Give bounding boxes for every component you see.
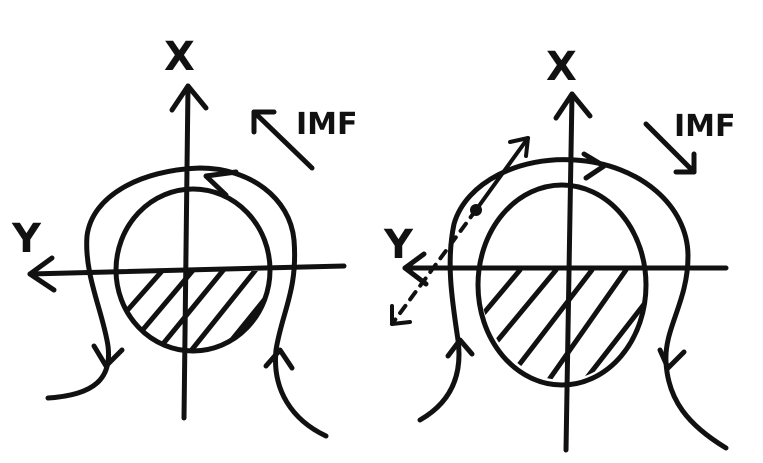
right-x-axis <box>563 91 575 453</box>
right-imf-arrowhead <box>673 151 697 175</box>
left-x-axis-arrowhead <box>169 83 209 113</box>
right-imf-label: IMF <box>674 109 736 144</box>
left-panel: X Y IMF <box>11 34 358 439</box>
left-imf-arrow <box>251 109 315 171</box>
left-y-axis <box>27 263 347 277</box>
right-planet-circle <box>475 182 649 388</box>
left-x-axis-label: X <box>164 34 195 80</box>
left-imf-arrowhead <box>251 109 277 135</box>
right-x-axis-arrowhead <box>553 91 593 121</box>
right-field-line-arrow-lower-left <box>445 337 475 359</box>
left-x-axis <box>181 83 191 421</box>
right-flow-arrowhead-dashed <box>390 304 412 326</box>
right-field-line <box>417 157 729 451</box>
right-x-axis-label: X <box>546 44 577 90</box>
left-field-line-arrow-lower-right <box>263 347 295 371</box>
right-planet-hatching <box>478 270 647 380</box>
right-field-line-arrow-top <box>581 151 607 181</box>
right-y-axis-label: Y <box>383 222 414 268</box>
right-y-axis-arrowhead <box>402 251 429 287</box>
right-flow-arrow-outward <box>474 136 530 212</box>
right-flow-arrowhead-outward <box>508 136 530 158</box>
left-field-line-arrow-top <box>203 169 239 198</box>
right-panel: X Y IMF <box>383 44 736 453</box>
left-y-axis-arrowhead <box>27 255 57 293</box>
left-imf-label: IMF <box>296 107 358 142</box>
right-flow-arrow-dashed <box>390 208 478 326</box>
left-y-axis-label: Y <box>11 216 42 262</box>
right-field-line-arrow-lower-right <box>657 347 687 371</box>
left-field-line <box>45 165 329 439</box>
left-field-line-arrow-lower-left <box>91 343 125 369</box>
right-imf-arrow <box>643 121 697 175</box>
